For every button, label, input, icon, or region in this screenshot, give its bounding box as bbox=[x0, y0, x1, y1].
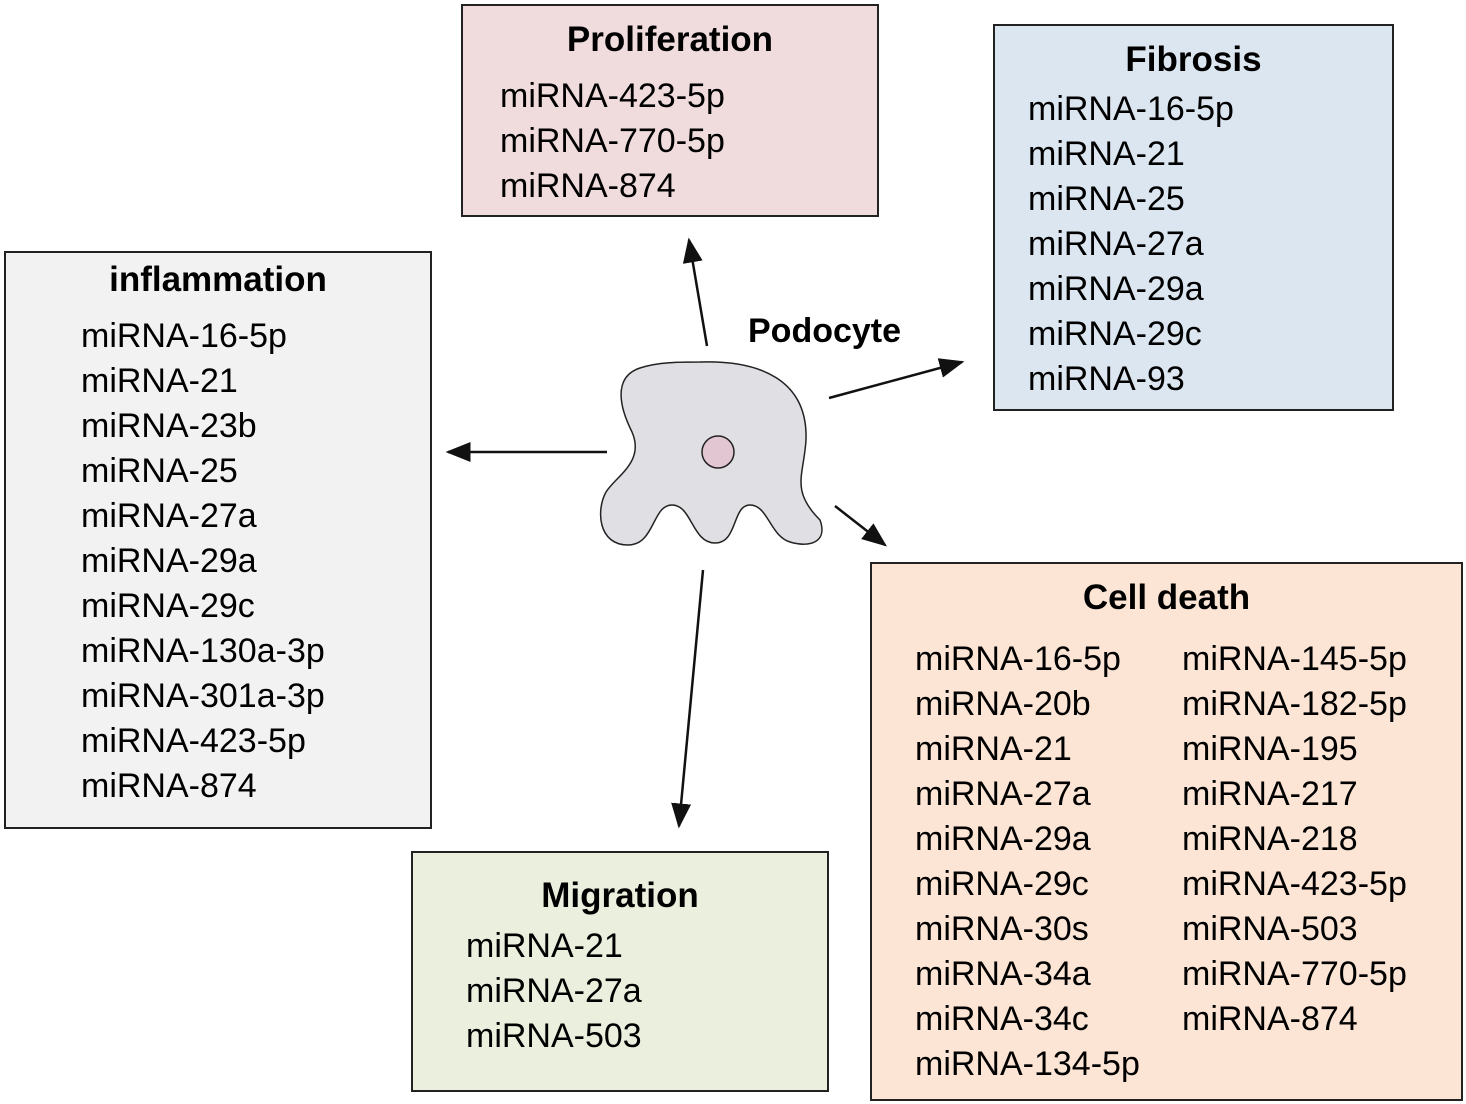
mirna-item: miRNA-29a bbox=[81, 542, 257, 580]
podocyte-label: Podocyte bbox=[748, 312, 902, 350]
migration-title: Migration bbox=[541, 876, 699, 915]
mirna-item: miRNA-93 bbox=[1028, 360, 1185, 398]
mirna-item: miRNA-21 bbox=[1028, 135, 1185, 173]
proliferation-title: Proliferation bbox=[566, 20, 774, 59]
mirna-item: miRNA-21 bbox=[81, 362, 238, 400]
mirna-item: miRNA-27a bbox=[1028, 225, 1204, 263]
mirna-item: miRNA-29c bbox=[1028, 315, 1202, 353]
mirna-item: miRNA-29c bbox=[81, 587, 255, 625]
arrow-to-cell-death bbox=[834, 505, 887, 547]
mirna-item: miRNA-145-5p bbox=[1182, 640, 1407, 678]
mirna-item: miRNA-134-5p bbox=[915, 1045, 1140, 1083]
mirna-item: miRNA-27a bbox=[466, 972, 642, 1010]
mirna-item: miRNA-16-5p bbox=[1028, 90, 1234, 128]
mirna-item: miRNA-16-5p bbox=[81, 317, 287, 355]
mirna-item: miRNA-195 bbox=[1182, 730, 1358, 768]
inflammation-box: inflammation miRNA-16-5p miRNA-21 miRNA-23… bbox=[4, 251, 432, 829]
mirna-item: miRNA-182-5p bbox=[1182, 685, 1407, 723]
cell-death-list-right: miRNA-145-5p miRNA-182-5p miRNA-195 miRNA-2… bbox=[1182, 637, 1407, 1042]
mirna-item: miRNA-770-5p bbox=[500, 122, 725, 160]
mirna-item: miRNA-29a bbox=[1028, 270, 1204, 308]
mirna-item: miRNA-874 bbox=[500, 167, 676, 205]
mirna-item: miRNA-29c bbox=[915, 865, 1089, 903]
fibrosis-list: miRNA-16-5p miRNA-21 miRNA-25 miRNA-27a miRN… bbox=[1028, 87, 1234, 402]
mirna-item: miRNA-874 bbox=[81, 767, 257, 805]
fibrosis-title: Fibrosis bbox=[1125, 40, 1262, 79]
mirna-item: miRNA-503 bbox=[466, 1017, 642, 1055]
arrow-to-proliferation bbox=[682, 237, 709, 347]
mirna-item: miRNA-301a-3p bbox=[81, 677, 325, 715]
cell-death-list-left: miRNA-16-5p miRNA-20b miRNA-21 miRNA-27a miR… bbox=[915, 637, 1140, 1087]
arrow-to-migration bbox=[671, 569, 705, 829]
mirna-item: miRNA-130a-3p bbox=[81, 632, 325, 670]
mirna-item: miRNA-34a bbox=[915, 955, 1091, 993]
podocyte-nucleus bbox=[701, 435, 735, 469]
mirna-item: miRNA-27a bbox=[915, 775, 1091, 813]
mirna-item: miRNA-423-5p bbox=[1182, 865, 1407, 903]
mirna-item: miRNA-21 bbox=[466, 927, 623, 965]
migration-list: miRNA-21 miRNA-27a miRNA-503 bbox=[466, 924, 642, 1059]
inflammation-list: miRNA-16-5p miRNA-21 miRNA-23b miRNA-25 miRN… bbox=[81, 314, 325, 809]
mirna-item: miRNA-25 bbox=[1028, 180, 1185, 218]
mirna-item: miRNA-23b bbox=[81, 407, 257, 445]
mirna-item: miRNA-34c bbox=[915, 1000, 1089, 1038]
inflammation-title: inflammation bbox=[109, 260, 327, 299]
mirna-item: miRNA-770-5p bbox=[1182, 955, 1407, 993]
mirna-item: miRNA-29a bbox=[915, 820, 1091, 858]
mirna-item: miRNA-30s bbox=[915, 910, 1089, 948]
mirna-item: miRNA-423-5p bbox=[81, 722, 306, 760]
mirna-item: miRNA-874 bbox=[1182, 1000, 1358, 1038]
mirna-item: miRNA-20b bbox=[915, 685, 1091, 723]
mirna-item: miRNA-27a bbox=[81, 497, 257, 535]
proliferation-list: miRNA-423-5p miRNA-770-5p miRNA-874 bbox=[500, 74, 725, 209]
migration-box: Migration miRNA-21 miRNA-27a miRNA-503 bbox=[411, 851, 829, 1092]
mirna-item: miRNA-25 bbox=[81, 452, 238, 490]
mirna-item: miRNA-218 bbox=[1182, 820, 1358, 858]
mirna-item: miRNA-503 bbox=[1182, 910, 1358, 948]
arrow-to-fibrosis bbox=[828, 358, 965, 400]
cell-death-title: Cell death bbox=[1082, 578, 1251, 617]
mirna-item: miRNA-423-5p bbox=[500, 77, 725, 115]
mirna-item: miRNA-21 bbox=[915, 730, 1072, 768]
mirna-item: miRNA-217 bbox=[1182, 775, 1358, 813]
mirna-item: miRNA-16-5p bbox=[915, 640, 1121, 678]
